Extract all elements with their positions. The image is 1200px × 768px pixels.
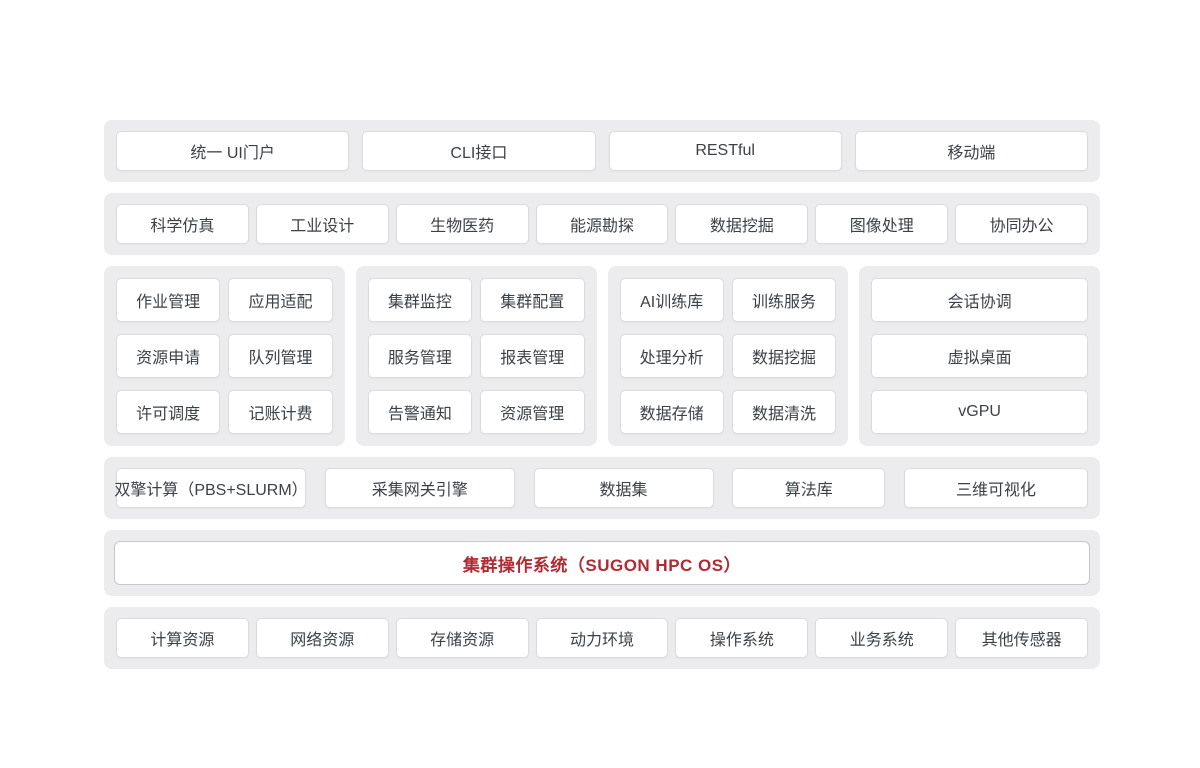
interface-layer: 统一 UI门户 CLI接口 RESTful 移动端 — [104, 120, 1100, 182]
box-service-management: 服务管理 — [367, 334, 473, 378]
box-app-adaptation: 应用适配 — [228, 278, 333, 322]
box-operating-system: 操作系统 — [675, 618, 809, 658]
box-accounting-billing: 记账计费 — [228, 390, 333, 434]
box-unified-ui-portal: 统一 UI门户 — [116, 131, 350, 171]
application-layer: 科学仿真 工业设计 生物医药 能源勘探 数据挖掘 图像处理 协同办公 — [104, 193, 1100, 255]
box-computing-resources: 计算资源 — [116, 618, 249, 658]
box-cluster-monitoring: 集群监控 — [367, 278, 473, 322]
box-energy-exploration: 能源勘探 — [535, 204, 669, 244]
box-data-mining-app: 数据挖掘 — [675, 204, 809, 244]
box-data-mining-module: 数据挖掘 — [731, 334, 837, 378]
module-group-cluster-management: 集群监控 集群配置 服务管理 报表管理 告警通知 资源管理 — [355, 266, 597, 446]
box-training-service: 训练服务 — [731, 278, 837, 322]
box-session-coordination: 会话协调 — [871, 278, 1088, 322]
box-alert-notification: 告警通知 — [367, 390, 473, 434]
box-cluster-configuration: 集群配置 — [480, 278, 585, 322]
os-title: 集群操作系统（SUGON HPC OS） — [114, 541, 1090, 585]
box-scientific-simulation: 科学仿真 — [116, 204, 249, 244]
box-business-system: 业务系统 — [815, 618, 949, 658]
box-data-storage: 数据存储 — [619, 390, 724, 434]
box-resource-request: 资源申请 — [116, 334, 221, 378]
box-processing-analysis: 处理分析 — [619, 334, 724, 378]
module-grid: 作业管理 应用适配 资源申请 队列管理 许可调度 记账计费 — [116, 278, 333, 434]
module-grid: AI训练库 训练服务 处理分析 数据挖掘 数据存储 数据清洗 — [619, 278, 837, 434]
box-dual-engine-computing: 双擎计算（PBS+SLURM） — [114, 468, 308, 508]
module-layer: 作业管理 应用适配 资源申请 队列管理 许可调度 记账计费 集群监控 集群配置 … — [104, 266, 1100, 446]
box-collection-gateway-engine: 采集网关引擎 — [324, 468, 515, 508]
layer-stack: 统一 UI门户 CLI接口 RESTful 移动端 科学仿真 工业设计 生物医药… — [104, 120, 1100, 669]
box-3d-visualization: 三维可视化 — [904, 468, 1088, 508]
box-ai-training-library: AI训练库 — [619, 278, 724, 322]
box-other-sensors: 其他传感器 — [955, 618, 1089, 658]
box-queue-management: 队列管理 — [228, 334, 333, 378]
module-group-job-scheduling: 作业管理 应用适配 资源申请 队列管理 许可调度 记账计费 — [104, 266, 345, 446]
box-biomedicine: 生物医药 — [395, 204, 529, 244]
box-industrial-design: 工业设计 — [255, 204, 389, 244]
box-power-environment: 动力环境 — [535, 618, 669, 658]
box-report-management: 报表管理 — [480, 334, 585, 378]
box-license-scheduling: 许可调度 — [116, 390, 221, 434]
os-layer: 集群操作系统（SUGON HPC OS） — [104, 530, 1100, 596]
module-group-ai-data: AI训练库 训练服务 处理分析 数据挖掘 数据存储 数据清洗 — [607, 266, 849, 446]
box-restful: RESTful — [608, 131, 842, 171]
box-storage-resources: 存储资源 — [395, 618, 529, 658]
resource-layer: 计算资源 网络资源 存储资源 动力环境 操作系统 业务系统 其他传感器 — [104, 607, 1100, 669]
box-cli-interface: CLI接口 — [362, 131, 596, 171]
box-network-resources: 网络资源 — [255, 618, 389, 658]
module-column: 会话协调 虚拟桌面 vGPU — [871, 278, 1088, 434]
box-collaborative-office: 协同办公 — [955, 204, 1089, 244]
module-grid: 集群监控 集群配置 服务管理 报表管理 告警通知 资源管理 — [367, 278, 585, 434]
box-dataset: 数据集 — [533, 468, 714, 508]
box-job-management: 作业管理 — [116, 278, 221, 322]
box-image-processing: 图像处理 — [815, 204, 949, 244]
box-vgpu: vGPU — [871, 390, 1088, 434]
box-resource-management: 资源管理 — [480, 390, 585, 434]
box-virtual-desktop: 虚拟桌面 — [871, 334, 1088, 378]
box-mobile-client: 移动端 — [854, 131, 1088, 171]
box-algorithm-library: 算法库 — [732, 468, 886, 508]
engine-layer: 双擎计算（PBS+SLURM） 采集网关引擎 数据集 算法库 三维可视化 — [104, 457, 1100, 519]
box-data-cleaning: 数据清洗 — [731, 390, 837, 434]
module-group-visualization: 会话协调 虚拟桌面 vGPU — [859, 266, 1100, 446]
